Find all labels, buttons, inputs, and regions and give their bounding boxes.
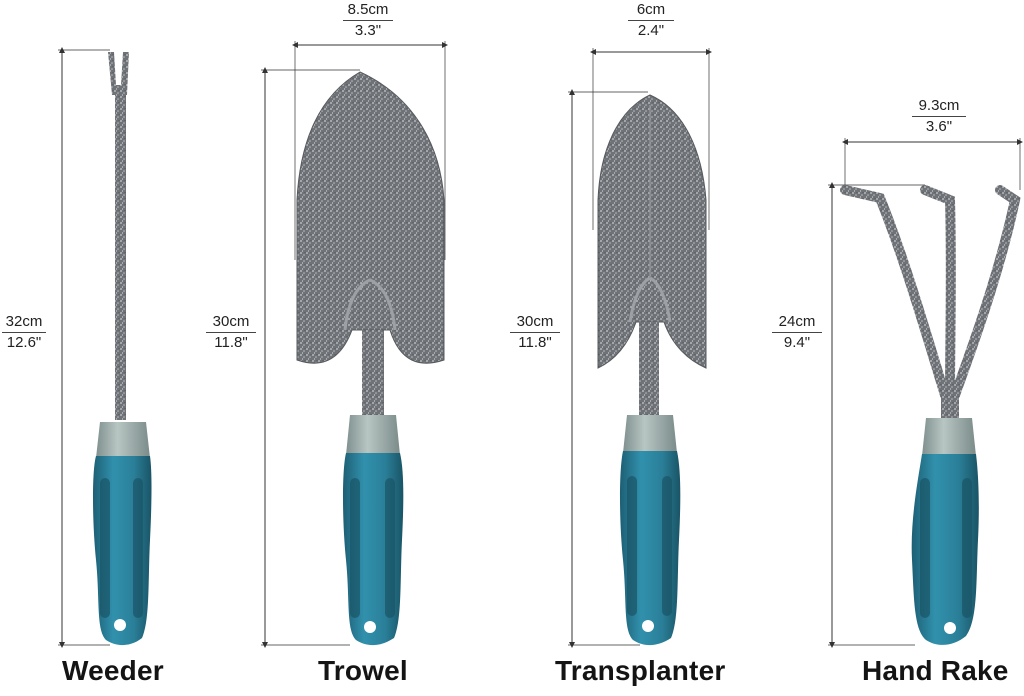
hand-rake-width-label: 9.3cm 3.6"	[912, 96, 966, 137]
hand-rake-height-metric: 24cm	[778, 313, 816, 330]
hand-rake-name: Hand Rake	[862, 655, 1009, 686]
trowel-width-metric: 8.5cm	[347, 1, 389, 18]
transplanter-width-imperial: 2.4"	[628, 20, 674, 41]
trowel-height-label: 30cm 11.8"	[206, 312, 256, 353]
trowel-width-label: 8.5cm 3.3"	[343, 0, 393, 41]
transplanter-height-label: 30cm 11.8"	[510, 312, 560, 353]
hand-rake-height-label: 24cm 9.4"	[772, 312, 822, 353]
transplanter-name: Transplanter	[555, 655, 726, 686]
hand-rake-tool	[828, 138, 1023, 648]
hand-rake-height-imperial: 9.4"	[772, 332, 822, 353]
trowel-height-metric: 30cm	[212, 313, 250, 330]
hand-rake-width-imperial: 3.6"	[912, 116, 966, 137]
weeder-name: Weeder	[62, 655, 164, 686]
transplanter-width-metric: 6cm	[636, 1, 666, 18]
transplanter-tool	[568, 48, 712, 648]
trowel-name: Trowel	[318, 655, 408, 686]
weeder-tool	[58, 47, 152, 648]
trowel-height-imperial: 11.8"	[206, 332, 256, 353]
trowel-tool	[261, 41, 448, 648]
trowel-width-imperial: 3.3"	[343, 20, 393, 41]
weeder-height-metric: 32cm	[5, 313, 43, 330]
hand-rake-width-metric: 9.3cm	[918, 97, 960, 114]
transplanter-width-label: 6cm 2.4"	[628, 0, 674, 41]
weeder-height-imperial: 12.6"	[2, 332, 46, 353]
weeder-height-label: 32cm 12.6"	[2, 312, 46, 353]
transplanter-height-imperial: 11.8"	[510, 332, 560, 353]
transplanter-height-metric: 30cm	[516, 313, 554, 330]
